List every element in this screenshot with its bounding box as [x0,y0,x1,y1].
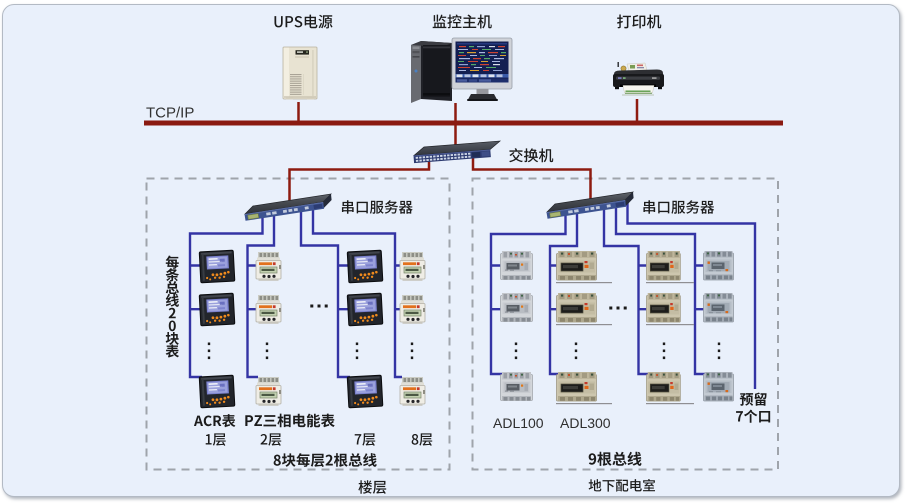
svg-text:ADL100: ADL100 [493,415,544,431]
svg-text:ADL300: ADL300 [560,415,611,431]
svg-text:TCP/IP: TCP/IP [146,105,194,122]
